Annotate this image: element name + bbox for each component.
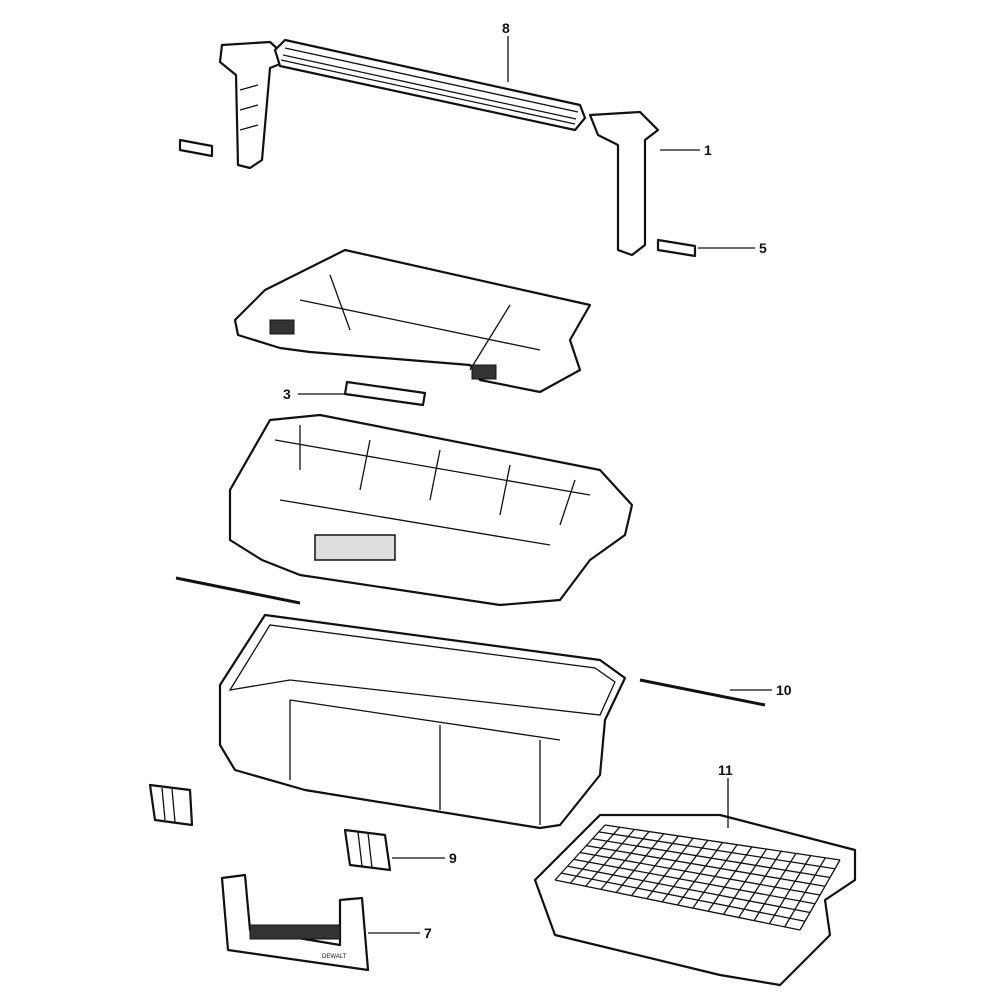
latch-right: [343, 828, 392, 872]
hinge-rod-right: [639, 678, 766, 707]
callout-7: 7: [368, 925, 432, 941]
svg-text:3: 3: [283, 386, 291, 402]
callout-10: 10: [730, 682, 792, 698]
foam-grid-line: [561, 872, 806, 922]
svg-text:9: 9: [449, 850, 457, 866]
foam-grid-line: [554, 879, 801, 931]
organizer-tray: [228, 413, 634, 607]
pin-left: [178, 138, 214, 158]
svg-text:10: 10: [776, 682, 792, 698]
svg-text:1: 1: [704, 142, 712, 158]
handle-arm-right: [588, 110, 660, 257]
callout-5: 5: [698, 240, 767, 256]
pin-right: [656, 238, 697, 258]
label-plate: [343, 380, 427, 407]
hinge-rod-left: [175, 576, 301, 605]
lid: [233, 248, 592, 394]
svg-text:11: 11: [718, 762, 733, 778]
latch-left: [148, 783, 194, 827]
callout-8: 8: [502, 20, 510, 82]
base-box: [218, 613, 627, 830]
callout-1: 1: [660, 142, 712, 158]
foam-grid-line: [573, 858, 816, 905]
callout-9: 9: [392, 850, 457, 866]
foam-insert: [533, 813, 857, 987]
foam-grid-line: [567, 865, 811, 914]
handle-grip: [273, 38, 587, 132]
side-handle: DEWALT: [220, 873, 370, 972]
svg-text:5: 5: [759, 240, 767, 256]
foam-grid-line: [598, 831, 836, 870]
callout-3: 3: [283, 386, 345, 402]
foam-grid-line: [579, 851, 821, 896]
callout-11: 11: [718, 762, 733, 828]
svg-text:7: 7: [424, 925, 432, 941]
foam-grid-line: [592, 838, 831, 879]
dewalt-logo: DEWALT: [322, 954, 347, 960]
foam-grid-line: [604, 824, 841, 861]
svg-text:8: 8: [502, 20, 510, 36]
foam-grid-line: [586, 844, 826, 887]
